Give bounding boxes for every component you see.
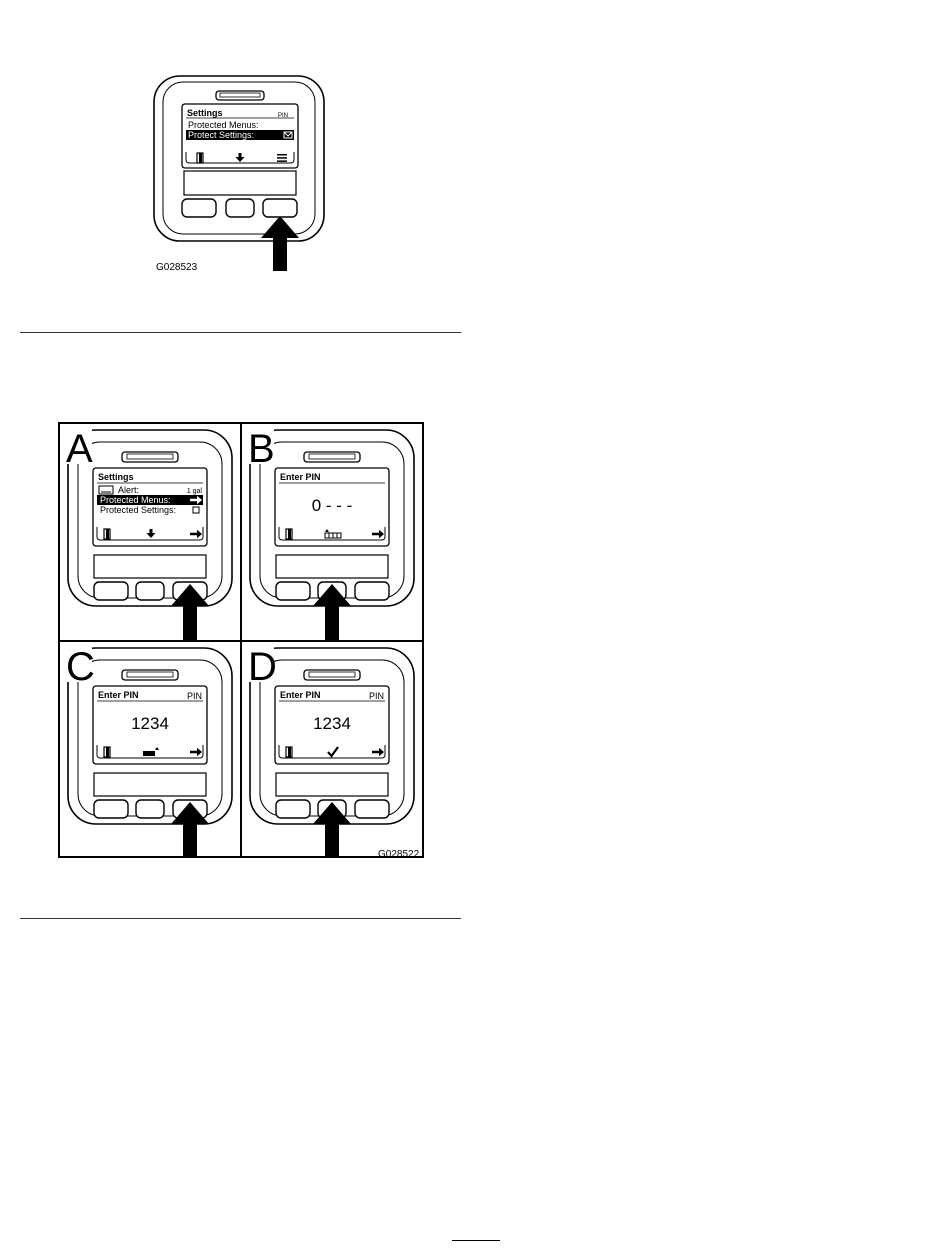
- softkey-button: [276, 582, 310, 600]
- softkey-button: [355, 800, 389, 818]
- screen-badge: PIN: [187, 691, 202, 701]
- softkey-button: [136, 582, 164, 600]
- screen-title: Enter PIN: [280, 690, 321, 700]
- status-window: [276, 773, 388, 796]
- menu-row-label: Alert:: [118, 485, 139, 495]
- section-divider: [20, 918, 461, 919]
- pin-digits: 1234: [131, 714, 169, 733]
- status-window: [94, 773, 206, 796]
- section-divider: [20, 332, 461, 333]
- screen-title: Settings: [187, 108, 223, 118]
- softkey-button: [226, 199, 254, 217]
- status-window: [94, 555, 206, 578]
- figure-id: G028522: [378, 849, 419, 860]
- panel-letter: C: [66, 645, 95, 689]
- menu-row-value: 1 gal: [187, 488, 203, 495]
- softkey-button: [136, 800, 164, 818]
- softkey-button: [94, 582, 128, 600]
- panel-letter: A: [66, 427, 93, 471]
- screen-badge: PIN: [369, 691, 384, 701]
- pin-digits: 1234: [313, 714, 351, 733]
- softkey-button: [263, 199, 297, 217]
- softkey-button: [276, 800, 310, 818]
- screen-title: Enter PIN: [98, 690, 139, 700]
- page-number-rule: [452, 1240, 500, 1241]
- status-window: [184, 171, 296, 195]
- screen-title: Enter PIN: [280, 472, 321, 482]
- screen-title: Settings: [98, 472, 134, 482]
- menu-row-label: Protected Menus:: [100, 495, 171, 505]
- softkey-button: [182, 199, 216, 217]
- softkey-button: [355, 582, 389, 600]
- softkey-button: [94, 800, 128, 818]
- figure-id: G028523: [156, 262, 197, 273]
- menu-icon: [277, 154, 287, 162]
- menu-row-label: Protect Settings:: [188, 130, 254, 140]
- menu-row-label: Protected Settings:: [100, 505, 176, 515]
- status-window: [276, 555, 388, 578]
- panel-letter: B: [248, 427, 275, 471]
- menu-row-label: Protected Menus:: [188, 120, 259, 130]
- panel-letter: D: [248, 645, 277, 689]
- pin-digits: 0 - - -: [312, 496, 353, 515]
